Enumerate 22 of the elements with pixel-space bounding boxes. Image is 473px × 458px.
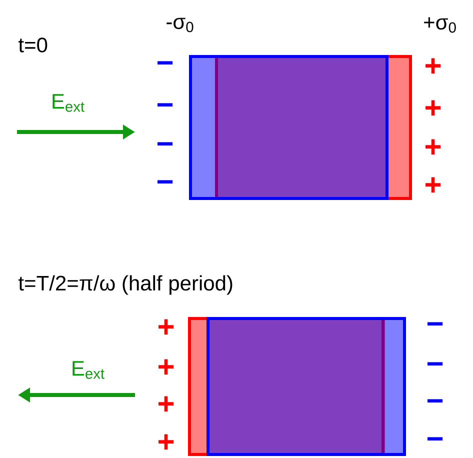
field-label: E$_{ext}$	[52, 94, 84, 112]
plus-sign: +	[426, 58, 441, 74]
plus-sign: +	[158, 396, 174, 412]
plus-sign: +	[158, 359, 174, 374]
minus-sign: −	[157, 142, 173, 146]
minus-sign: −	[157, 180, 173, 184]
time-label: t=0	[18, 38, 48, 52]
plus-sign: +	[426, 177, 441, 192]
plus-sign: +	[158, 434, 174, 450]
field-label: E$_{ext}$	[72, 361, 104, 379]
time-label: t=T/2=π/ω (half period)	[18, 275, 232, 295]
plus-sign: +	[426, 139, 441, 154]
charge-label: +σ$_{0}$	[424, 17, 456, 33]
minus-sign: −	[157, 61, 173, 64]
minus-sign: −	[157, 103, 173, 106]
plus-sign: +	[426, 100, 441, 116]
plus-sign: +	[158, 319, 174, 334]
charge-label: -σ$_{0}$	[166, 18, 194, 32]
minus-sign: −	[427, 322, 443, 326]
minus-sign: −	[427, 362, 443, 366]
minus-sign: −	[427, 437, 443, 440]
minus-sign: −	[427, 399, 443, 402]
